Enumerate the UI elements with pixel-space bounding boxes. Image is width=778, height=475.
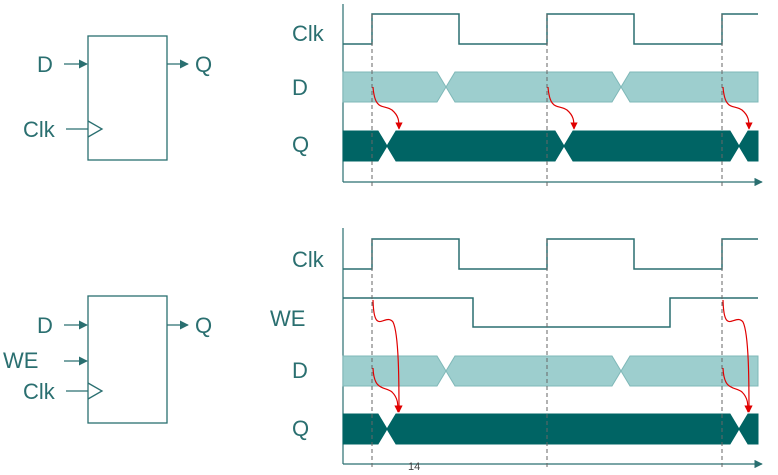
top-timing-label-d: D: [292, 75, 308, 100]
bottom-timing-label-clk: Clk: [292, 247, 325, 272]
top-timing-diagram: Clk D Q: [292, 4, 763, 188]
top-flipflop: D Clk Q: [23, 35, 212, 161]
bottom-ff-clock-triangle-icon: [87, 382, 104, 400]
top-ff-q-label: Q: [195, 52, 212, 77]
top-q-waveform: [342, 130, 759, 162]
bottom-we-waveform: [343, 297, 758, 328]
top-clock-edge-markers: [371, 14, 723, 188]
bottom-ff-we-label: WE: [3, 348, 38, 373]
top-causal-arrow: [547, 86, 578, 130]
bottom-q-waveform: [342, 413, 759, 445]
bottom-timing-label-q: Q: [292, 416, 309, 441]
bottom-d-causal-arrow: [372, 367, 402, 413]
top-timing-label-clk: Clk: [292, 21, 325, 46]
bottom-we-causal-arrow: [722, 299, 753, 413]
bottom-flipflop: D WE Clk Q: [3, 295, 212, 424]
bottom-ff-d-label: D: [37, 313, 53, 338]
bottom-d-causal-arrow: [722, 367, 752, 413]
bottom-we-causal-arrow: [372, 299, 403, 413]
top-causal-arrow: [372, 86, 403, 130]
bottom-clk-waveform: [343, 238, 758, 270]
top-causality-arrows: [372, 86, 753, 130]
bottom-timing-label-we: WE: [270, 306, 305, 331]
page-number: 14: [408, 461, 420, 473]
top-d-waveform: [342, 71, 759, 103]
top-clk-waveform: [343, 13, 758, 45]
bottom-ff-q-label: Q: [195, 313, 212, 338]
top-ff-clock-triangle-icon: [87, 120, 104, 138]
bottom-causality-arrows: [372, 299, 753, 413]
top-causal-arrow: [722, 86, 753, 130]
bottom-d-waveform: [342, 355, 759, 387]
bottom-timing-diagram: Clk WE D Q: [270, 228, 763, 470]
top-timing-label-q: Q: [292, 132, 309, 157]
bottom-ff-clk-label: Clk: [23, 379, 56, 404]
top-flipflop-box: [87, 35, 168, 161]
bottom-flipflop-box: [87, 295, 168, 424]
bottom-timing-label-d: D: [292, 358, 308, 383]
top-ff-clk-label: Clk: [23, 117, 56, 142]
bottom-clock-edge-markers: [371, 239, 723, 470]
top-ff-d-label: D: [37, 52, 53, 77]
